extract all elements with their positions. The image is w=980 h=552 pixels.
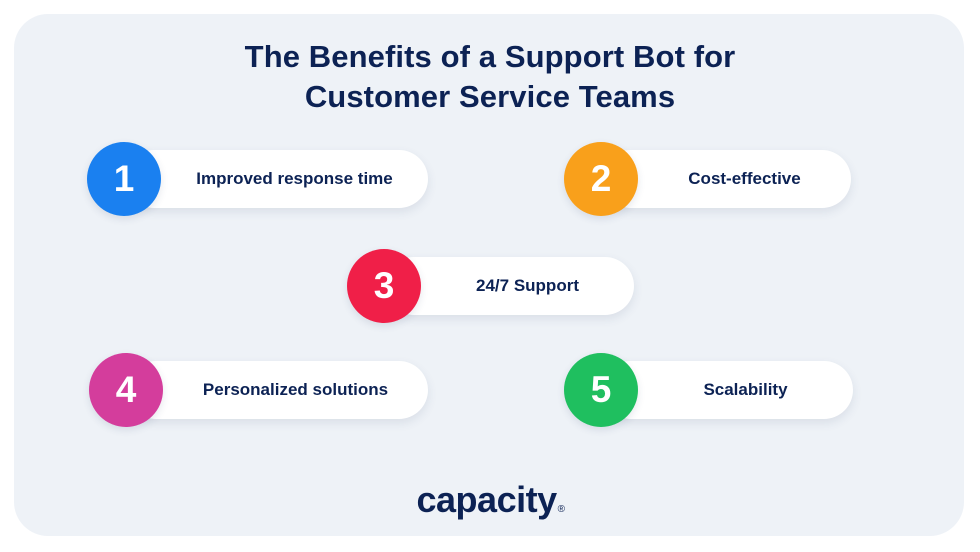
benefit-number-badge: 1 — [87, 142, 161, 216]
benefit-item-5: Scalability 5 — [564, 353, 853, 427]
registered-mark: ® — [557, 504, 565, 515]
benefit-label: Improved response time — [196, 169, 393, 188]
title-line-1: The Benefits of a Support Bot for — [244, 39, 736, 74]
benefit-pill: Cost-effective — [602, 150, 851, 208]
benefit-item-2: Cost-effective 2 — [564, 142, 851, 216]
benefit-number-badge: 4 — [89, 353, 163, 427]
brand-name: capacity — [416, 479, 558, 520]
benefit-number-badge: 5 — [564, 353, 638, 427]
benefit-pill: Scalability — [602, 361, 853, 419]
benefit-item-1: Improved response time 1 — [87, 142, 428, 216]
benefit-pill: Improved response time — [125, 150, 428, 208]
benefit-item-3: 24/7 Support 3 — [347, 249, 634, 323]
infographic-title: The Benefits of a Support Bot for Custom… — [0, 37, 980, 117]
benefit-label: Personalized solutions — [202, 380, 389, 399]
title-line-2: Customer Service Teams — [304, 79, 676, 114]
benefit-item-4: Personalized solutions 4 — [89, 353, 428, 427]
benefit-label: Cost-effective — [688, 169, 801, 188]
benefit-pill: 24/7 Support — [385, 257, 634, 315]
capacity-logo: capacity® — [0, 478, 980, 522]
benefit-number-badge: 3 — [347, 249, 421, 323]
benefit-label: 24/7 Support — [476, 276, 579, 295]
benefit-number-badge: 2 — [564, 142, 638, 216]
benefit-pill: Personalized solutions — [127, 361, 428, 419]
benefit-label: Scalability — [703, 380, 788, 399]
